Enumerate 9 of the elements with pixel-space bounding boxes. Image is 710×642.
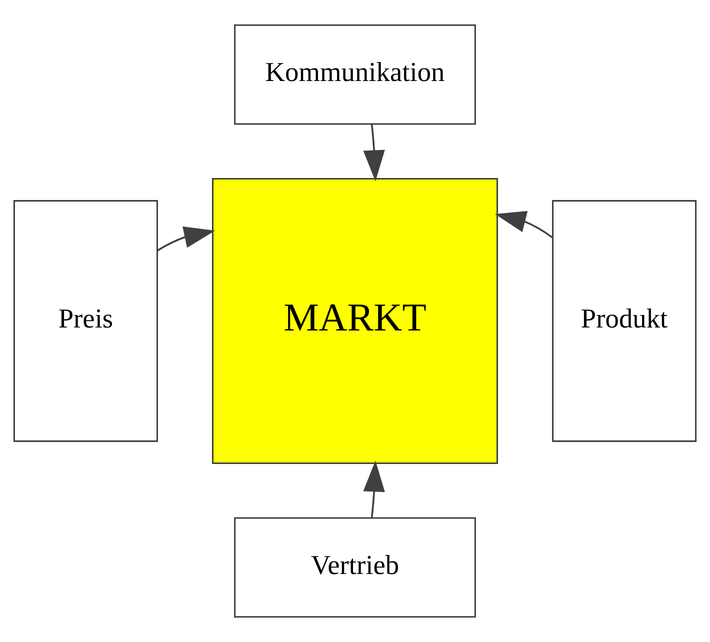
arrow [156, 226, 216, 252]
arrow [494, 210, 554, 238]
arrow [363, 124, 385, 182]
node-box: Kommunikation [234, 24, 476, 125]
node-box: Vertrieb [234, 517, 476, 618]
node-box: Produkt [552, 200, 697, 442]
node-box: MARKT [212, 178, 498, 464]
node-box: Preis [13, 200, 158, 442]
arrow [363, 460, 385, 518]
